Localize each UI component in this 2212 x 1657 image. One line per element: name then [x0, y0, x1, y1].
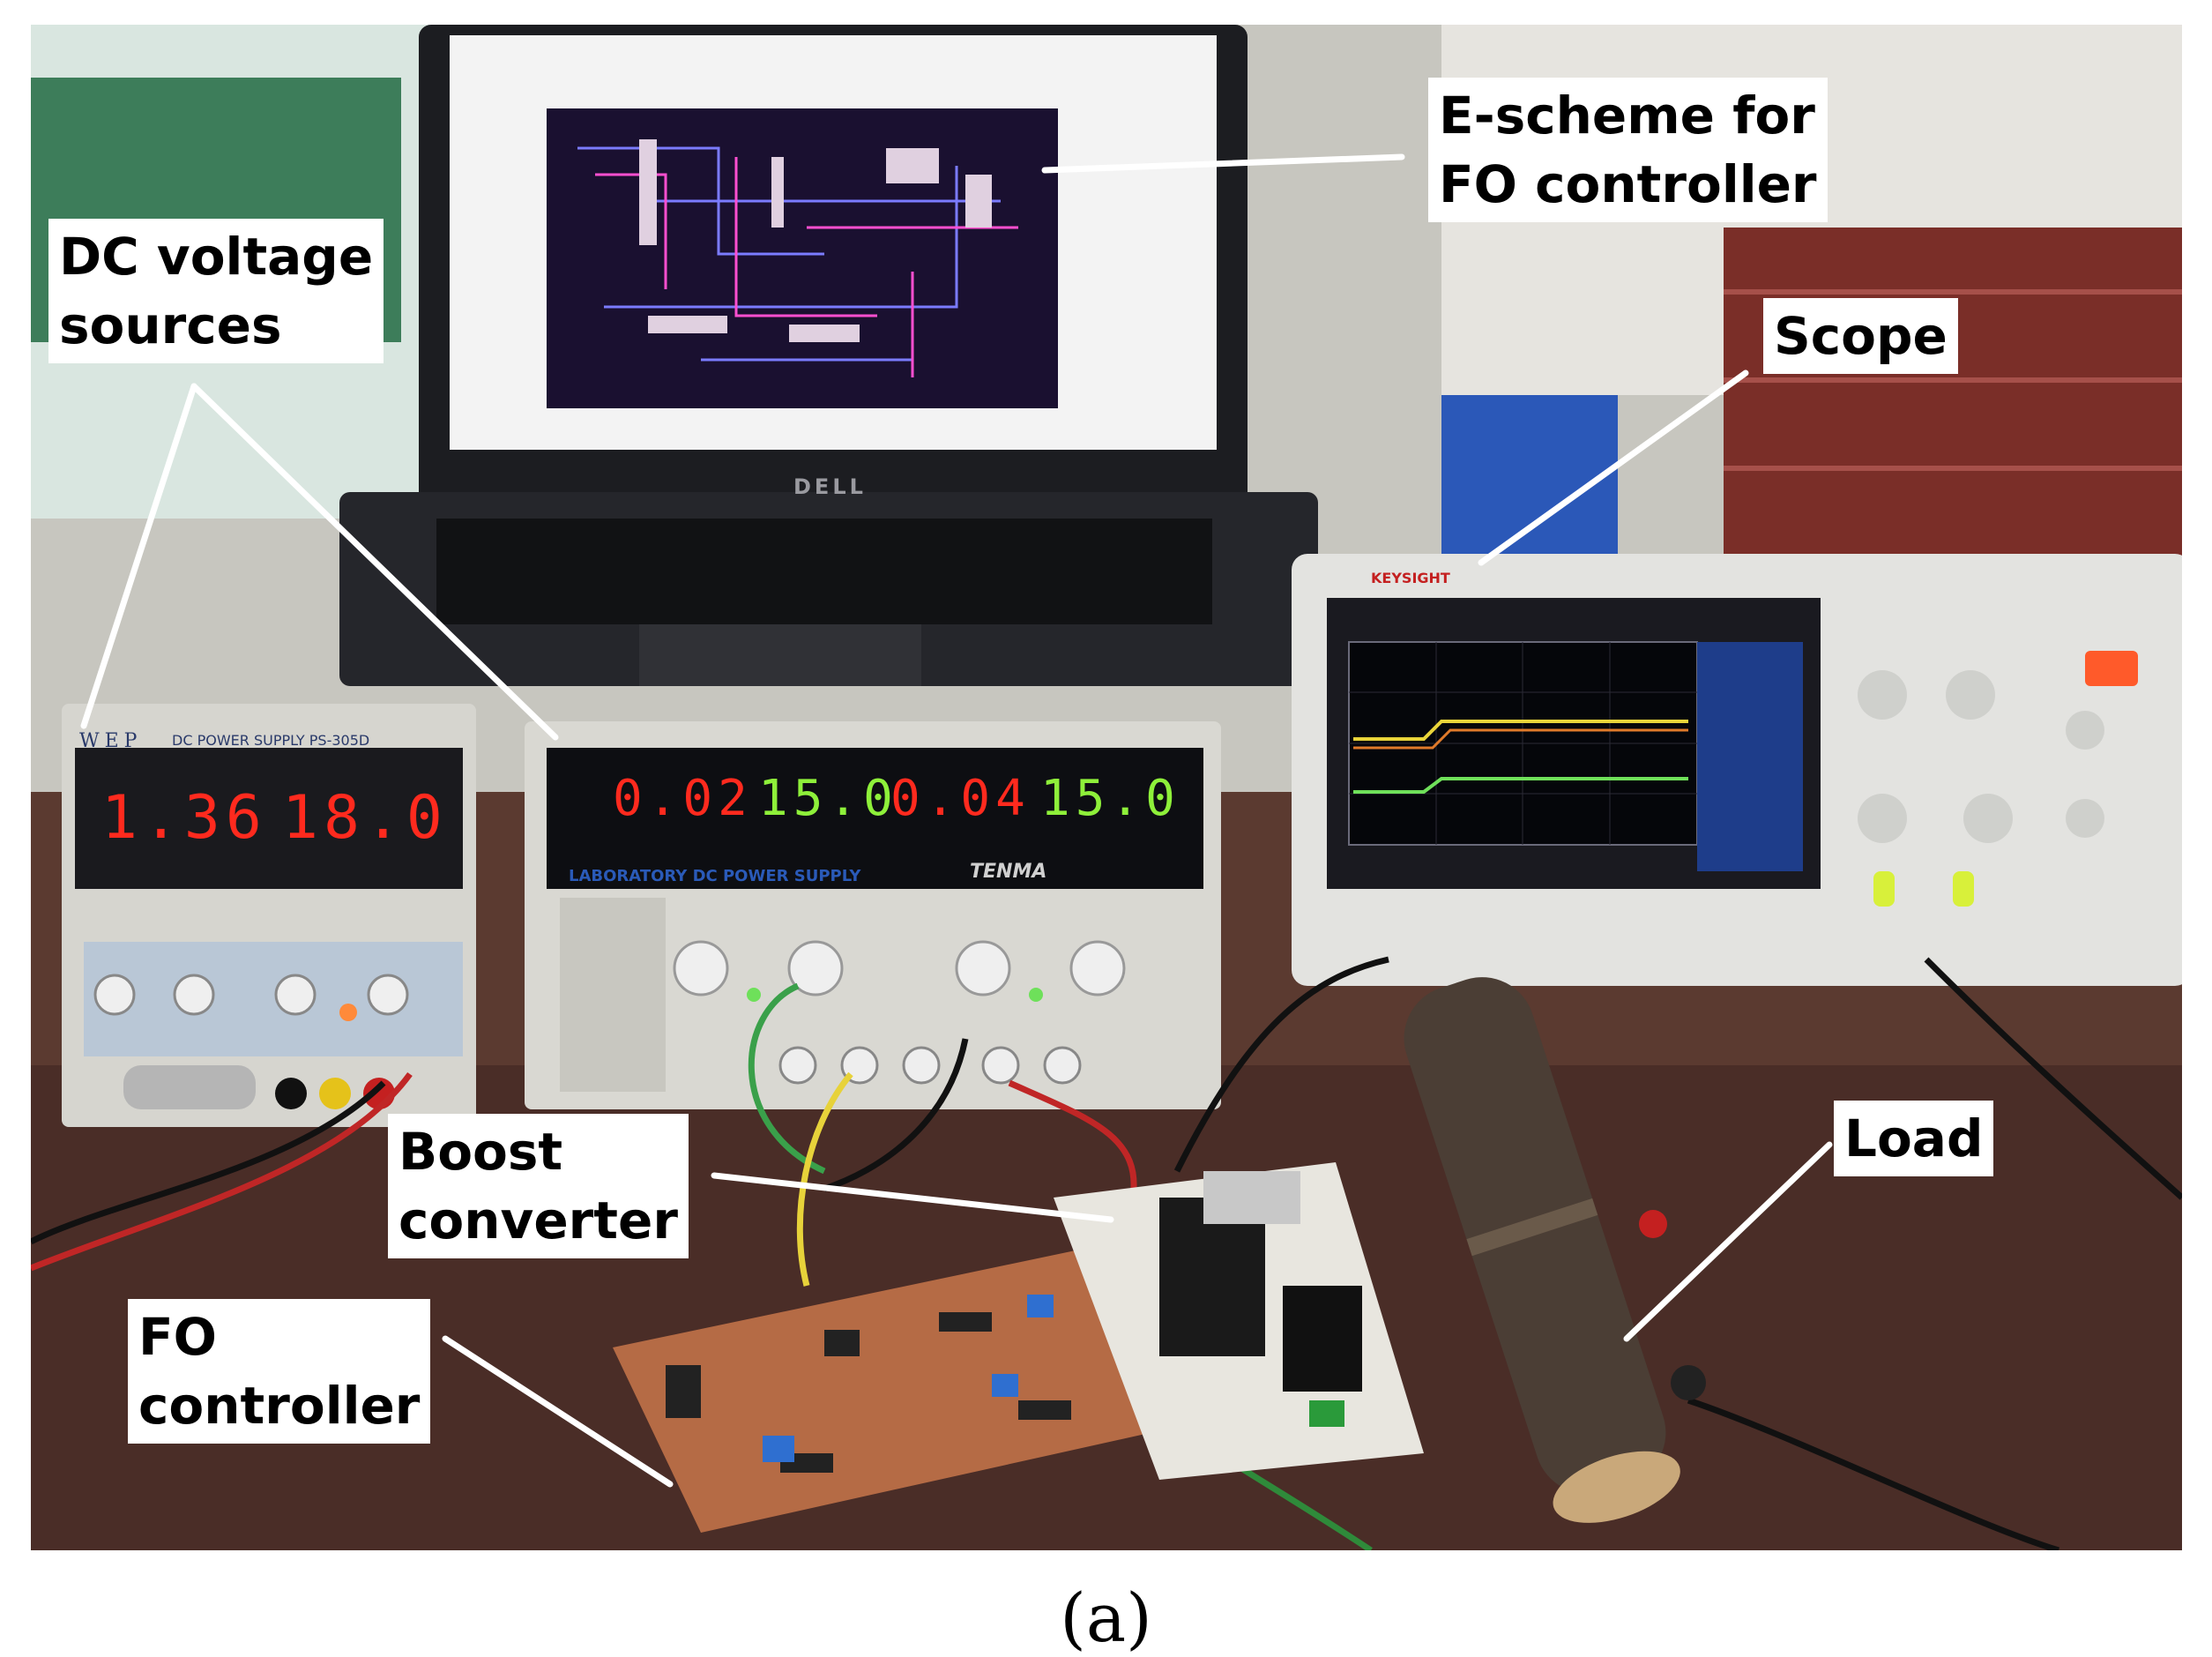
small-psu-voltage-display: 18.0: [282, 783, 448, 853]
label-scope: Scope: [1763, 298, 1958, 374]
tenma-ch2-voltage-display: 15.0: [1040, 770, 1180, 827]
tenma-panel-text: LABORATORY DC POWER SUPPLY: [569, 867, 861, 885]
laptop-brand: DELL: [793, 474, 867, 499]
tenma-ch1-voltage-display: 15.0: [758, 770, 898, 827]
label-dc-voltage-sources: DC voltage sources: [48, 219, 384, 363]
figure-caption: (a): [1060, 1579, 1152, 1657]
tenma-ch1-current-display: 0.02: [613, 770, 753, 827]
tenma-brand: TENMA: [970, 861, 1047, 883]
tenma-ch2-current-display: 0.04: [890, 770, 1031, 827]
label-fo-controller: FO controller: [128, 1299, 431, 1444]
photo-illustration: [31, 25, 2182, 1550]
small-psu-current-display: 1.36: [101, 783, 267, 853]
lab-setup-photo: WEP DC POWER SUPPLY PS-305D 1.36 18.0 0.…: [31, 25, 2182, 1550]
label-boost-converter: Boost converter: [388, 1114, 689, 1258]
label-load: Load: [1834, 1101, 1994, 1176]
small-psu-model: DC POWER SUPPLY PS-305D: [172, 732, 370, 749]
oscilloscope-brand: KEYSIGHT: [1371, 570, 1450, 586]
small-psu-brand: WEP: [79, 730, 143, 752]
label-escheme: E-scheme for FO controller: [1428, 78, 1828, 222]
